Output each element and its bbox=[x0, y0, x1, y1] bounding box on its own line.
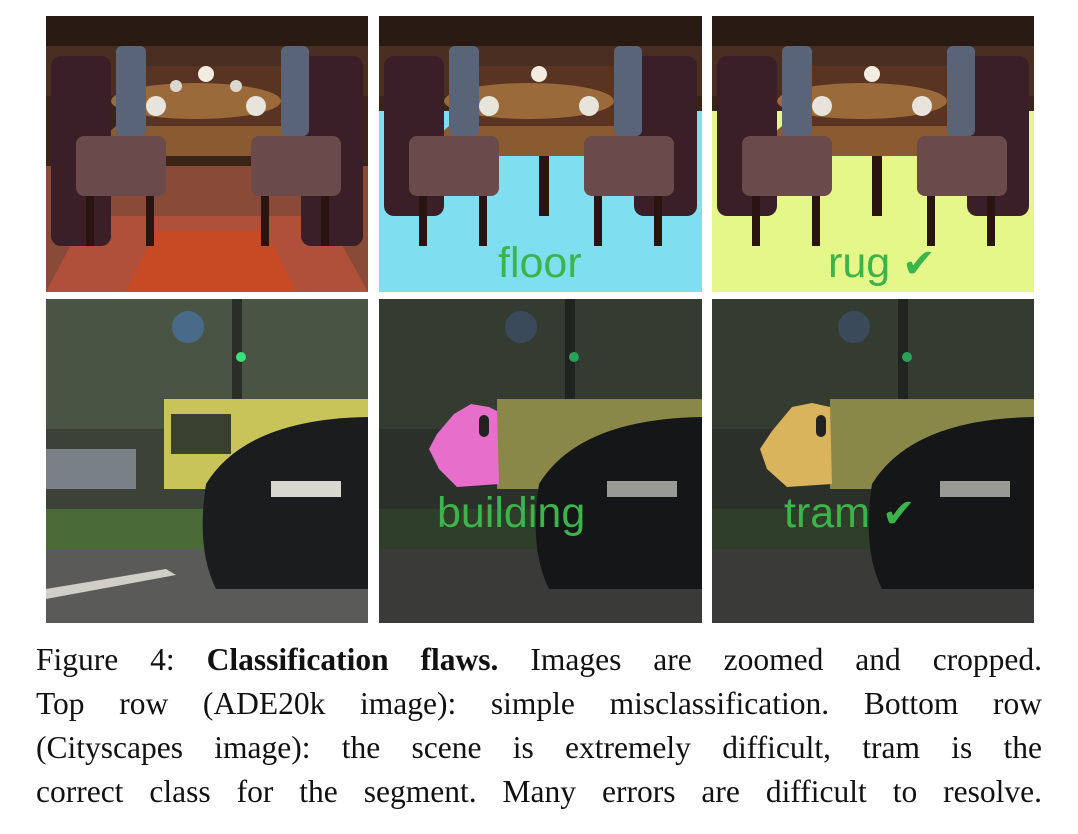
street-scene-photo bbox=[46, 299, 368, 623]
caption-line-2: Top row (ADE20k image): simple misclassi… bbox=[36, 686, 1042, 721]
checkmark-icon: ✔ bbox=[902, 241, 936, 287]
segment-label-building: building bbox=[437, 489, 586, 537]
segment-label-rug: rug ✔ bbox=[828, 242, 936, 285]
caption-title: Classification flaws. bbox=[206, 642, 499, 677]
floor-segmentation-panel: floor bbox=[379, 16, 702, 292]
caption-line-4: correct class for the segment. Many erro… bbox=[36, 774, 1042, 809]
tram-segmentation-panel: tram ✔ bbox=[712, 299, 1034, 623]
building-segmentation-panel: building bbox=[379, 299, 702, 623]
caption-text: Images are zoomed and cropped. bbox=[530, 642, 1043, 677]
caption-line-1: Figure 4: Classification flaws. Images a… bbox=[36, 638, 1042, 682]
dining-room-photo bbox=[46, 16, 368, 292]
rug-segmentation-panel: rug ✔ bbox=[712, 16, 1034, 292]
label-text: tram bbox=[784, 489, 870, 537]
checkmark-icon: ✔ bbox=[881, 491, 916, 537]
label-text: rug bbox=[828, 239, 891, 287]
segment-label-tram: tram ✔ bbox=[784, 492, 915, 535]
figure-caption: Figure 4: Classification flaws. Images a… bbox=[36, 638, 1042, 814]
segment-label-floor: floor bbox=[498, 239, 582, 287]
figure-number: Figure 4: bbox=[36, 642, 175, 677]
caption-line-3: (Cityscapes image): the scene is extreme… bbox=[36, 730, 1042, 765]
